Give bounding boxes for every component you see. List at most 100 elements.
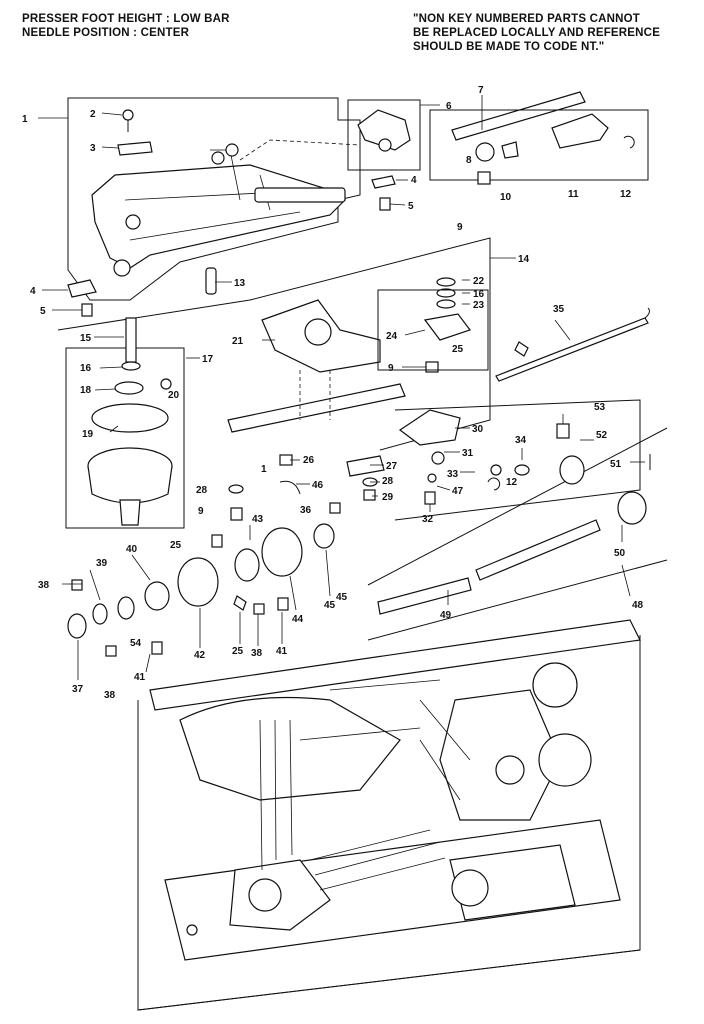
leader-lines xyxy=(38,95,645,680)
ring-part-18 xyxy=(114,381,144,395)
gear-housing xyxy=(439,689,561,821)
motor-end xyxy=(451,869,489,907)
guide-dash-1 xyxy=(239,139,361,161)
callout-9-mid: 9 xyxy=(388,363,394,374)
header-right-line-2: BE REPLACED LOCALLY AND REFERENCE xyxy=(413,27,661,39)
bracket-stud-b xyxy=(225,143,239,157)
stitch-dial-lower xyxy=(538,733,592,787)
header-right-line-3: SHOULD BE MADE TO CODE NT." xyxy=(413,41,605,53)
callout-41-left: 41 xyxy=(134,672,146,683)
callout-53: 53 xyxy=(594,402,606,413)
callout-38-mid: 38 xyxy=(251,648,263,659)
callout-25-low: 25 xyxy=(232,646,244,657)
callout-40: 40 xyxy=(126,544,138,555)
bracket-detail xyxy=(124,149,321,241)
callout-32: 32 xyxy=(422,514,434,525)
callout-11: 11 xyxy=(568,189,579,200)
spring-part-46 xyxy=(279,480,301,495)
callout-37: 37 xyxy=(72,684,84,695)
callout-7: 7 xyxy=(478,85,484,96)
stitch-dial-upper xyxy=(532,662,578,708)
machine-body-group xyxy=(137,619,641,1011)
callout-9-low: 9 xyxy=(198,506,204,517)
lower-shafts xyxy=(309,829,446,891)
needle-bars xyxy=(259,719,293,871)
header-left-line-2: NEEDLE POSITION : CENTER xyxy=(22,27,190,39)
leader-2 xyxy=(101,112,123,116)
screw-part-41-left xyxy=(151,641,163,655)
callout-28-mid: 28 xyxy=(382,476,394,487)
washer-part-47 xyxy=(427,473,437,483)
callout-52: 52 xyxy=(596,430,608,441)
clip-part-3 xyxy=(117,141,153,156)
header-right-line-1: "NON KEY NUMBERED PARTS CANNOT xyxy=(413,13,640,25)
collar-part-8 xyxy=(475,142,495,162)
callout-45: 45 xyxy=(324,600,336,611)
gear-part-50 xyxy=(617,491,647,525)
callout-33: 33 xyxy=(447,469,459,480)
callout-51: 51 xyxy=(610,459,622,470)
bobbin-group xyxy=(65,317,185,529)
plate-part-19 xyxy=(91,403,169,433)
bracket-stud-a xyxy=(211,151,225,165)
leader-48 xyxy=(621,564,631,597)
callout-16: 16 xyxy=(473,289,485,300)
screw-part-9-low xyxy=(230,507,243,521)
lever-6-hub xyxy=(378,138,392,152)
callout-29: 29 xyxy=(382,492,394,503)
callout-35: 35 xyxy=(553,304,565,315)
screw-part-5-left xyxy=(81,303,93,317)
bracket-assembly-group xyxy=(67,97,421,317)
callout-34: 34 xyxy=(515,435,527,446)
callout-12-mid: 12 xyxy=(506,477,518,488)
callout-26: 26 xyxy=(303,455,315,466)
washer-part-28-left xyxy=(228,484,244,494)
stud-part-13 xyxy=(205,267,217,295)
feed-bar-26 xyxy=(227,383,406,433)
callout-27: 27 xyxy=(386,461,398,472)
rod-35-hook xyxy=(644,307,650,319)
bracket-pivot xyxy=(113,259,131,277)
screw-part-36 xyxy=(329,502,341,514)
group-1-outline xyxy=(67,97,361,301)
callout-38-bottom: 38 xyxy=(104,690,116,701)
callout-9-top: 9 xyxy=(457,222,463,233)
callout-labels: 1 2 3 6 7 8 9 10 11 12 4 5 13 14 4 5 22 … xyxy=(22,85,644,701)
callout-43: 43 xyxy=(252,514,264,525)
lever-part-30 xyxy=(398,409,461,446)
callout-8: 8 xyxy=(466,155,472,166)
internal-gear xyxy=(495,755,525,785)
base-screw xyxy=(186,924,198,936)
callout-10: 10 xyxy=(500,192,512,203)
header-left-line-1: PRESSER FOOT HEIGHT : LOW BAR xyxy=(22,13,230,25)
leader-18 xyxy=(94,388,116,391)
leader-3 xyxy=(101,146,119,149)
group-30-outline xyxy=(394,399,641,521)
washer-part-39 xyxy=(92,603,108,625)
callout-23: 23 xyxy=(473,300,485,311)
callout-42: 42 xyxy=(194,650,206,661)
washer-part-54 xyxy=(117,596,135,620)
callout-4: 4 xyxy=(411,175,417,186)
callout-3: 3 xyxy=(90,143,96,154)
callout-31: 31 xyxy=(462,448,474,459)
hook-side xyxy=(87,465,173,504)
leader-19 xyxy=(109,425,119,433)
collar-part-37 xyxy=(67,613,87,639)
spring-part-10 xyxy=(501,141,519,159)
cam-part-44 xyxy=(261,527,303,577)
screw-part-38-left xyxy=(71,579,83,591)
screw-part-20 xyxy=(160,378,172,390)
leader-41-left xyxy=(145,653,151,673)
callout-6: 6 xyxy=(446,101,452,112)
screw-part-25-left xyxy=(211,534,223,548)
callout-1: 1 xyxy=(22,114,28,125)
screw-part-29 xyxy=(363,489,376,501)
leader-47 xyxy=(436,485,451,491)
plate-part-27 xyxy=(346,455,385,477)
callout-24: 24 xyxy=(386,331,398,342)
leader-5 xyxy=(389,203,406,206)
block-part-24 xyxy=(423,313,471,341)
ring-part-12-mid xyxy=(487,477,501,491)
shaft-top-group xyxy=(429,91,649,185)
